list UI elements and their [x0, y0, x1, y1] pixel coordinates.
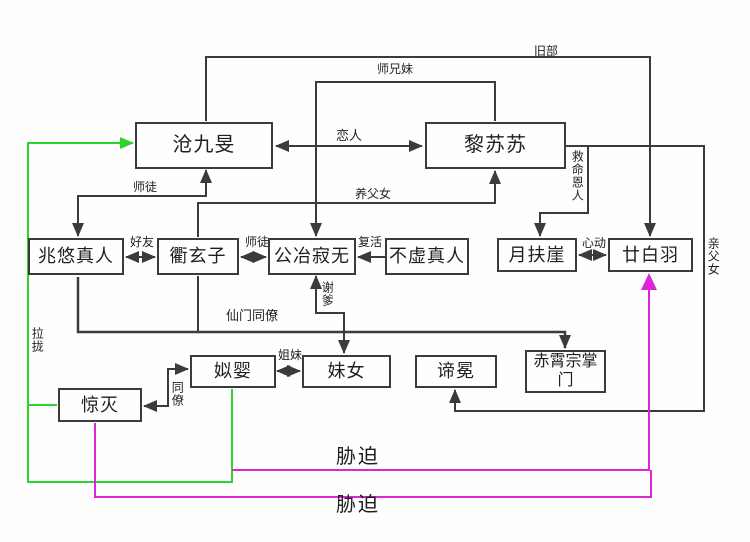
- edge-xiepo-siying: [232, 273, 657, 471]
- edge-yangfunv: [197, 170, 501, 237]
- node-zhaoyouzhenren: 兆悠真人: [28, 238, 124, 275]
- node-gongyejiwu: 公冶寂无: [268, 238, 356, 275]
- node-jingmie: 惊灭: [58, 388, 142, 422]
- node-cangjiumin: 沧九旻: [135, 122, 273, 169]
- edge-label-shixiongmei: 师兄妹: [377, 62, 414, 76]
- edge-label-xiepo-top: 胁迫: [336, 446, 380, 468]
- edge-xiepo-jingmie: [94, 423, 652, 498]
- node-lisusu: 黎苏苏: [425, 122, 566, 169]
- node-quxuanzi: 衢玄子: [157, 238, 239, 275]
- edge-tongliao: [143, 363, 189, 412]
- edge-label-lalong: 拉拢: [30, 327, 45, 353]
- edge-label-xindong: 心动: [582, 236, 607, 250]
- node-yuefuya: 月扶崖: [497, 238, 577, 272]
- edge-label-tongliao: 同僚: [170, 381, 185, 407]
- edge-label-jiumingenren: 救命恩人: [570, 150, 585, 202]
- edge-lalong: [27, 137, 233, 483]
- edge-label-fuhuo: 复活: [358, 235, 383, 249]
- edge-label-haoyou: 好友: [130, 235, 155, 249]
- edge-shitu-cang-zhaoyou: [72, 169, 212, 237]
- edge-label-lianren: 恋人: [336, 128, 363, 143]
- edge-label-qinfunv: 亲父女: [706, 237, 721, 276]
- node-dimian: 谛冕: [415, 355, 497, 388]
- edge-shixiongmei: [310, 81, 496, 237]
- node-meinv: 妹女: [302, 355, 391, 388]
- edge-label-xianmentongliao: 仙门同僚: [226, 308, 279, 323]
- node-nianbaiyu: 廿白羽: [608, 238, 693, 272]
- edge-label-shitu-2: 师徒: [245, 235, 270, 249]
- edge-xianmentongliao: [76, 277, 571, 349]
- edge-jiumingenren: [534, 146, 589, 237]
- node-buxuzhenren: 不虚真人: [385, 238, 469, 275]
- edge-label-jiemei: 姐妹: [278, 348, 303, 362]
- node-chixiaozongzhangmen: 赤霄宗掌门: [525, 350, 606, 393]
- edge-label-xiedie: 谢爹: [320, 281, 335, 307]
- edge-label-xiepo-bottom: 胁迫: [336, 494, 380, 516]
- edge-label-jiubu: 旧部: [534, 44, 559, 58]
- edge-qinfunv: [449, 145, 705, 412]
- edge-label-yangfunv: 养父女: [355, 187, 392, 201]
- edge-label-shitu-1: 师徒: [133, 180, 158, 194]
- node-siying: 姒婴: [190, 355, 276, 388]
